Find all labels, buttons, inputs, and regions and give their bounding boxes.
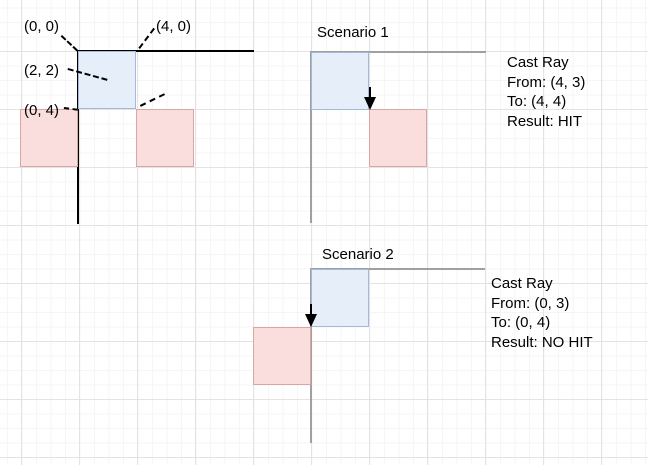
scenario-1-ray-arrow-head-icon bbox=[364, 97, 376, 110]
axis-y bbox=[77, 50, 79, 224]
scenario-2-title: Scenario 2 bbox=[322, 246, 394, 263]
axis-x bbox=[77, 50, 254, 52]
grid-cell-square-blue bbox=[78, 51, 136, 109]
scenario-1-blue-square bbox=[311, 52, 369, 110]
scenario-2-pink-square bbox=[253, 327, 311, 385]
cast-ray-line: From: (0, 3) bbox=[491, 294, 570, 312]
scenario-2-axis-y bbox=[310, 268, 312, 443]
cast-ray-line: Cast Ray bbox=[491, 275, 553, 292]
cast-ray-line: Result: HIT bbox=[507, 112, 583, 130]
scenario-2-cast-ray-info: Cast Ray From: (0, 3) To: (0, 4) Result:… bbox=[491, 274, 593, 352]
leader-line-4-0 bbox=[138, 27, 155, 49]
scenario-2-ray-arrow-head-icon bbox=[305, 314, 317, 327]
coord-label-4-0: (4, 0) bbox=[156, 18, 192, 35]
cast-ray-line: To: (4, 4) bbox=[507, 93, 567, 110]
scenario-1-axis-x bbox=[310, 51, 486, 53]
cast-ray-line: Cast Ray bbox=[507, 54, 569, 71]
scenario-2-axis-x bbox=[310, 268, 485, 270]
obstacle-square-left bbox=[20, 109, 78, 167]
scenario-2-ray-arrow-stem bbox=[310, 304, 312, 317]
scenario-1-cast-ray-info: Cast Ray From: (4, 3) To: (4, 4) Result:… bbox=[507, 53, 585, 131]
coord-label-2-2: (2, 2) bbox=[24, 62, 60, 79]
scenario-1-title: Scenario 1 bbox=[317, 24, 389, 41]
coord-label-0-4: (0, 4) bbox=[24, 102, 60, 119]
obstacle-square-right bbox=[136, 109, 194, 167]
leader-line-4-4 bbox=[139, 93, 165, 107]
cast-ray-line: Result: NO HIT bbox=[491, 333, 593, 351]
coord-label-0-0: (0, 0) bbox=[24, 18, 60, 35]
leader-line-0-0 bbox=[60, 35, 79, 52]
scenario-1-ray-arrow-stem bbox=[369, 87, 371, 100]
scenario-2-blue-square bbox=[311, 269, 369, 327]
scenario-1-axis-y bbox=[310, 51, 312, 223]
cast-ray-line: To: (0, 4) bbox=[491, 314, 551, 331]
cast-ray-line: From: (4, 3) bbox=[507, 73, 586, 91]
scenario-1-pink-square bbox=[369, 109, 427, 167]
